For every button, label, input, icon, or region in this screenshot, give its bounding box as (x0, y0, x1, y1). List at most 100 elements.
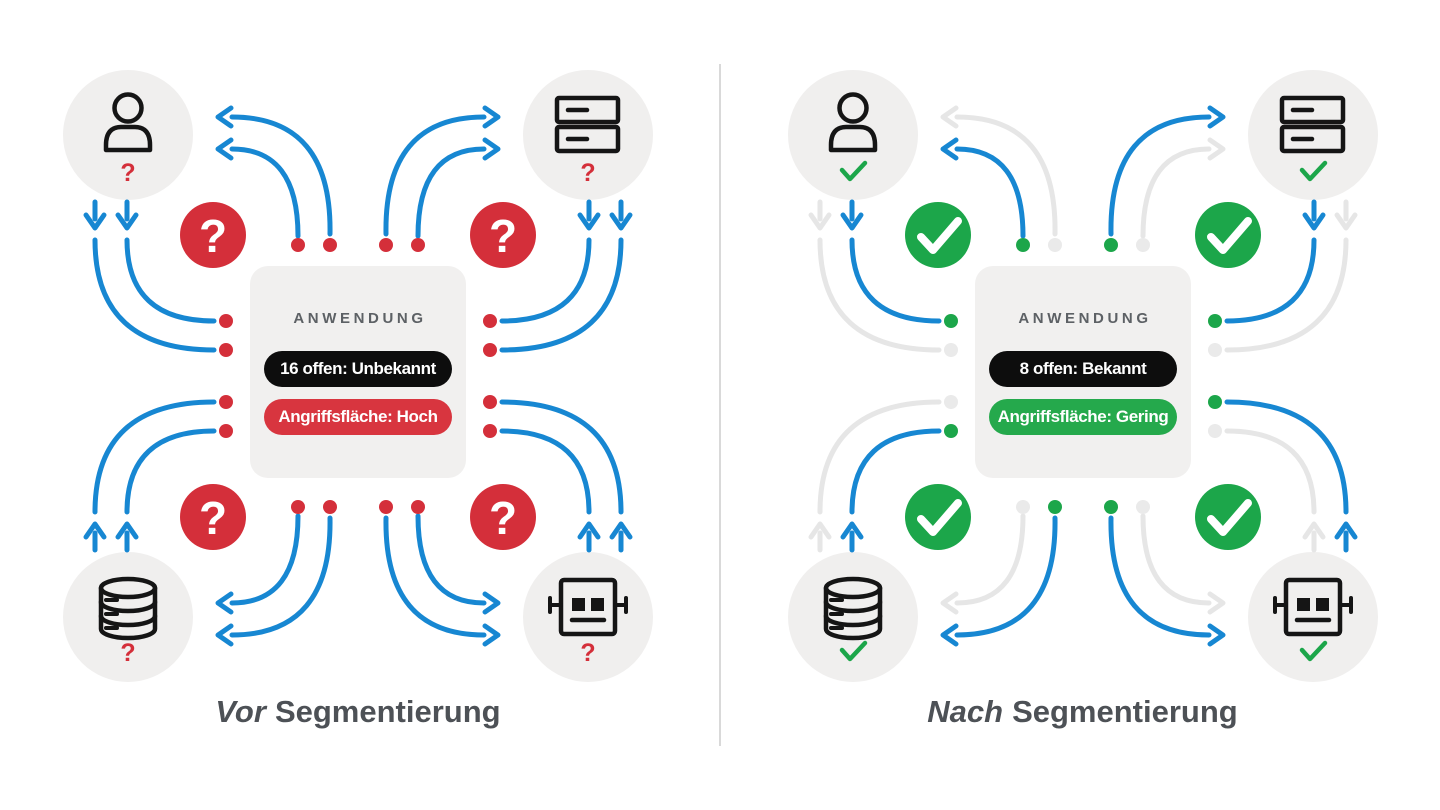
port-dot (291, 500, 305, 514)
application-box: ANWENDUNG 16 offen: Unbekannt Angriffsfl… (250, 266, 466, 478)
before-caption-rest: Segmentierung (274, 694, 501, 729)
arrowhead-chevron (940, 623, 959, 647)
connection-arc (499, 237, 592, 324)
user-icon (828, 92, 878, 153)
arrowhead-chevron (482, 591, 501, 615)
open-ports-pill: 16 offen: Unbekannt (264, 351, 452, 387)
connection-arc (954, 114, 1058, 237)
arrowhead-chevron (1334, 521, 1358, 540)
check-mark (1207, 217, 1252, 254)
arrowhead-chevron (1207, 137, 1226, 161)
arrowhead-icon (83, 521, 107, 553)
arrowhead-icon (1207, 623, 1226, 647)
connection-arc (849, 428, 942, 515)
database-band (98, 613, 158, 628)
corner-bl (63, 395, 337, 682)
arrowhead-chevron (115, 521, 139, 540)
port-dot (219, 314, 233, 328)
entity-circle (788, 70, 918, 200)
arrowhead-icon (215, 105, 234, 129)
status-check-badge (839, 640, 868, 662)
connection-arc (1224, 237, 1317, 324)
arrowhead-chevron (609, 521, 633, 540)
attack-surface-pill: Angriffsfläche: Hoch (264, 399, 452, 435)
status-check-badge (839, 160, 868, 182)
port-dot (1208, 343, 1222, 357)
connection-arc (229, 515, 333, 638)
server-unit-top (554, 95, 621, 125)
database-body (98, 585, 158, 641)
port-dot (944, 395, 958, 409)
user-head (837, 92, 869, 124)
corner-tl (63, 70, 337, 357)
arrowhead-icon (940, 105, 959, 129)
connection-arc (849, 237, 942, 324)
connection-arc (383, 114, 487, 237)
risk-question-circle (470, 202, 536, 268)
database-band (823, 613, 883, 628)
port-dot (944, 343, 958, 357)
arrowhead-icon (482, 105, 501, 129)
connection-arc (124, 428, 217, 515)
arrowhead-chevron (577, 212, 601, 231)
risk-question-circle (180, 202, 246, 268)
corner-bl (788, 395, 1062, 682)
port-dot (1136, 500, 1150, 514)
arrowhead-chevron (940, 591, 959, 615)
port-dot (483, 314, 497, 328)
panel-divider (719, 64, 721, 746)
risk-question-circle (180, 484, 246, 550)
entity-circle (1248, 552, 1378, 682)
arrowhead-icon (83, 199, 107, 231)
robot-eye (591, 598, 604, 611)
port-dot (1104, 238, 1118, 252)
arrowhead-icon (1207, 105, 1226, 129)
arrowhead-chevron (115, 212, 139, 231)
arrowhead-chevron (215, 105, 234, 129)
connection-arc (229, 513, 301, 606)
risk-question-circle (470, 484, 536, 550)
icons-layer (823, 92, 1353, 662)
arrowhead-chevron (840, 521, 864, 540)
server-unit-top (1279, 95, 1346, 125)
connection-arc (124, 237, 217, 324)
connection-arc (1140, 146, 1212, 239)
port-dot (944, 314, 958, 328)
corner-br (1104, 395, 1378, 682)
arrowhead-icon (215, 137, 234, 161)
connection-arc (229, 146, 301, 239)
database-band (823, 599, 883, 614)
connection-arc (1224, 428, 1317, 515)
arrowhead-icon (1334, 199, 1358, 231)
arrowhead-chevron (215, 137, 234, 161)
connection-arc (1224, 237, 1349, 353)
question-mark: ? (489, 210, 517, 262)
robot-eye (1297, 598, 1310, 611)
risk-check-circle (905, 484, 971, 550)
user-shoulders (828, 124, 878, 153)
after-segmentation-diagram (788, 70, 1378, 682)
arrowhead-chevron (940, 105, 959, 129)
entity-circle (63, 70, 193, 200)
arrowhead-icon (215, 591, 234, 615)
database-icon (98, 576, 158, 641)
status-check-badge (1299, 640, 1328, 662)
connection-arc (1140, 513, 1212, 606)
question-mark: ? (199, 210, 227, 262)
port-dot (411, 500, 425, 514)
arrowhead-icon (1302, 521, 1326, 553)
arrowhead-icon (1207, 137, 1226, 161)
check-mark (1207, 499, 1252, 536)
arrowhead-icon (840, 199, 864, 231)
before-caption-italic: Vor (215, 694, 266, 729)
connection-arc (415, 146, 487, 239)
port-dot (1048, 238, 1062, 252)
port-dot (944, 424, 958, 438)
arrowhead-chevron (482, 105, 501, 129)
robot-icon (548, 577, 628, 637)
port-dot (411, 238, 425, 252)
risk-check-circle (1195, 484, 1261, 550)
entity-circle (63, 552, 193, 682)
